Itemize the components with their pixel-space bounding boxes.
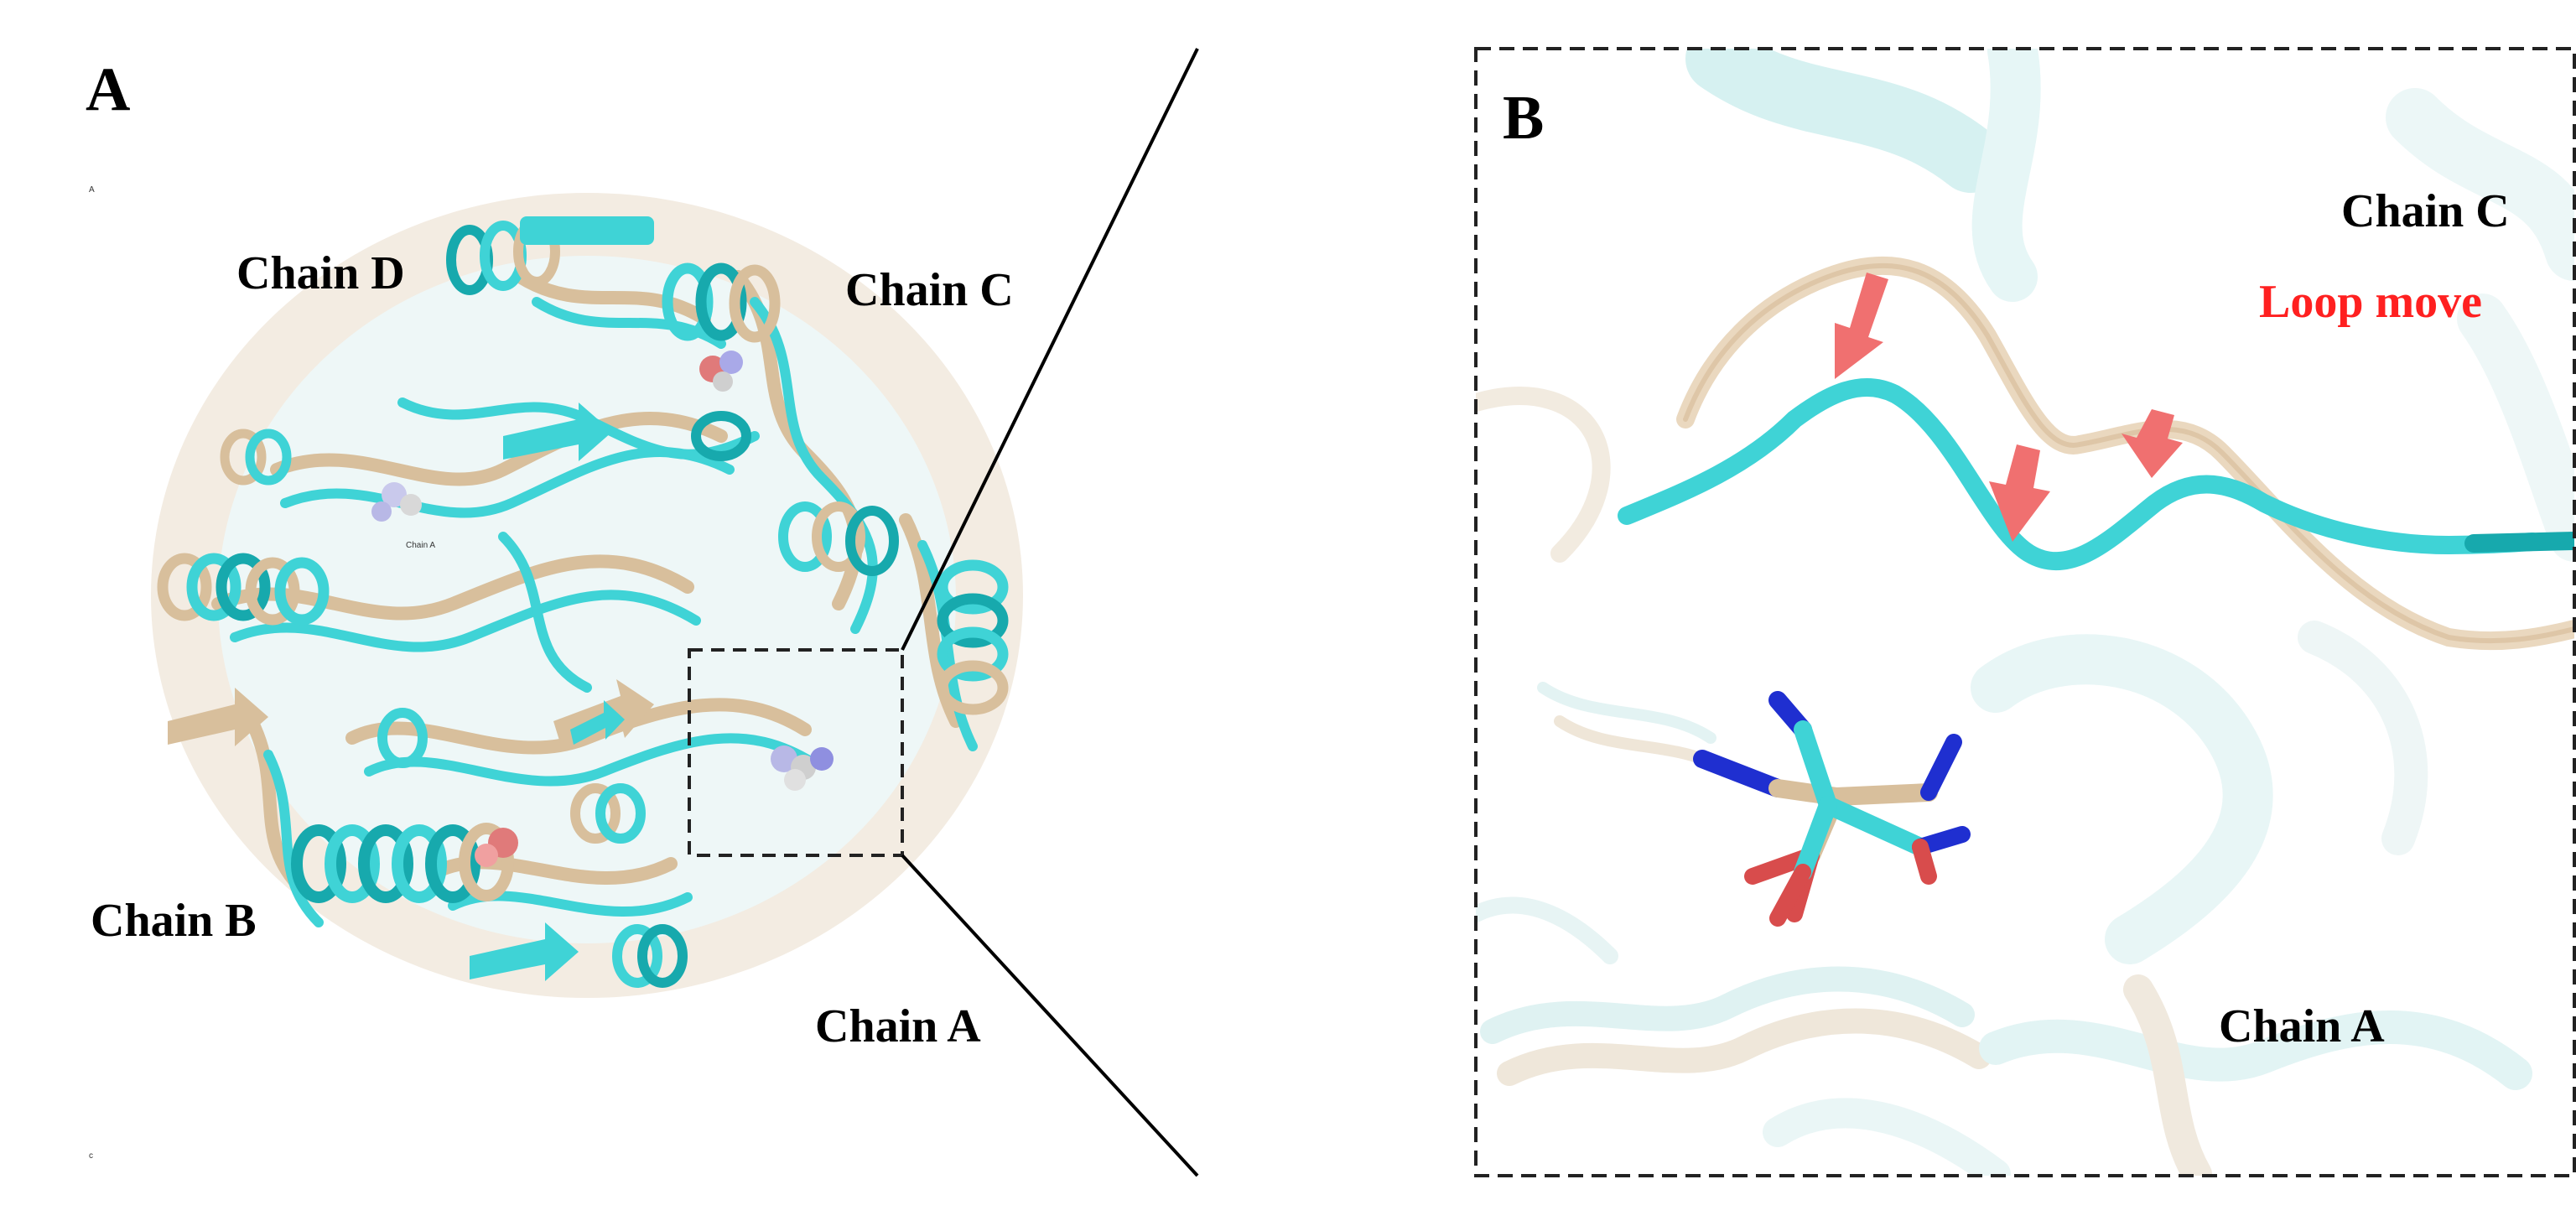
loop-move-arrows: [1835, 273, 2183, 542]
tiny-mark-bottom: c: [89, 1151, 93, 1161]
ligand-spheres: [371, 351, 834, 867]
arrow-2: [1989, 444, 2050, 542]
beta-strands: [168, 403, 654, 981]
label-b-chain-a: Chain A: [2219, 1000, 2385, 1052]
ghost-ribbons: [1476, 49, 2574, 1176]
cyan-loop-end: [2464, 532, 2574, 553]
zoom-line-bottom: [901, 854, 1199, 1177]
zoomed-detail: [1476, 49, 2574, 1176]
label-chain-c: Chain C: [845, 264, 1014, 316]
helix-right: [937, 559, 1009, 715]
cyan-loop: [1618, 378, 2542, 571]
panel-b-letter: B: [1503, 84, 1545, 153]
helix-chain-b: [291, 708, 688, 988]
helix-left: [157, 429, 330, 626]
panel-b-frame: [1474, 47, 2576, 1177]
label-chain-b: Chain B: [91, 895, 257, 947]
helix-chain-d: [446, 216, 654, 295]
label-chain-d: Chain D: [236, 247, 405, 299]
arrow-3: [2122, 409, 2183, 478]
zoom-line-top: [901, 48, 1199, 651]
arrow-1: [1835, 273, 1888, 379]
wheat-loop-edge: [1683, 262, 2574, 644]
tiny-mark-inner: Chain A: [406, 541, 436, 550]
protein-overview: [151, 193, 1023, 998]
label-b-chain-c: Chain C: [2341, 185, 2510, 237]
panel-a-letter: A: [86, 55, 131, 124]
label-chain-a: Chain A: [815, 1000, 981, 1052]
zoom-region-box: [688, 648, 904, 857]
helix-chain-c: [662, 262, 899, 576]
residue-sticks: [1693, 691, 1971, 927]
label-loop-move: Loop move: [2259, 276, 2482, 328]
cyan-ribbons: [230, 297, 978, 927]
tiny-mark-top: A: [89, 185, 95, 195]
